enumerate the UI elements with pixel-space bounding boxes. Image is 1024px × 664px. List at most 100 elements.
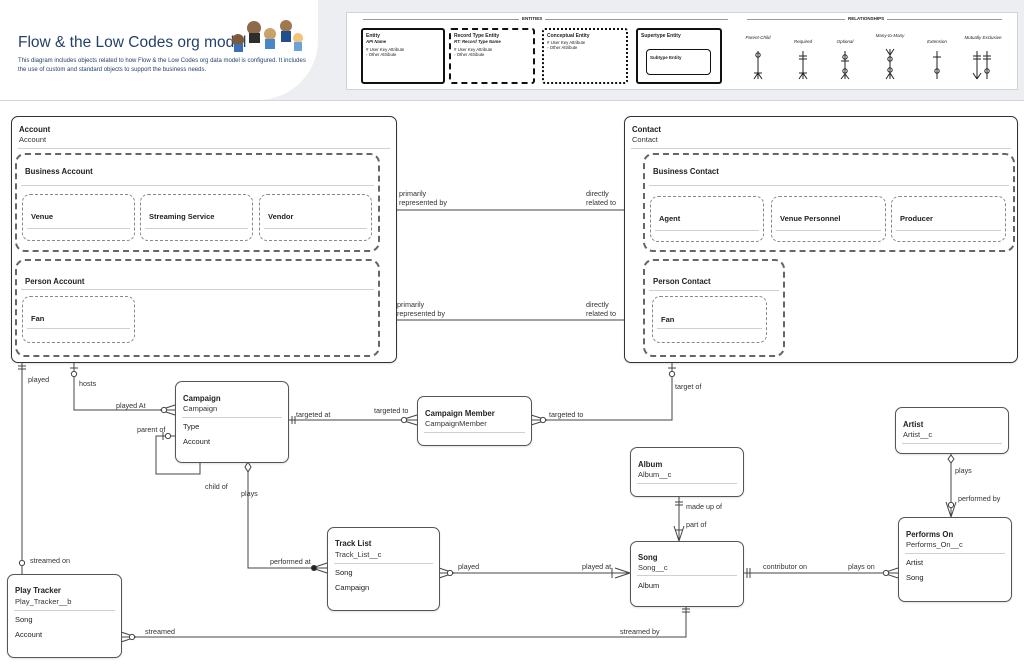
legend-attr: # User Key Attribute — [366, 47, 405, 52]
entity-title: Song — [638, 553, 658, 562]
rel-label: plays — [955, 466, 972, 475]
rel-label: streamed — [145, 627, 175, 636]
rel-label: target of — [675, 382, 702, 391]
contact-agent[interactable]: Agent — [650, 196, 764, 242]
subtype-title: Producer — [900, 214, 933, 223]
subtype-title: Streaming Service — [149, 212, 215, 221]
rel-label: plays on — [848, 562, 875, 571]
legend-rel-label: Extension — [927, 39, 947, 44]
account-vendor[interactable]: Vendor — [259, 194, 372, 241]
legend-relationship-symbols — [753, 48, 991, 80]
rel-label: primarily represented by — [399, 189, 447, 207]
rel-label: played — [458, 562, 480, 571]
rel-label: child of — [205, 482, 228, 491]
subtype-title: Fan — [661, 315, 675, 324]
entity-title: Artist — [903, 420, 924, 429]
entity-api-name: Play_Tracker__b — [15, 597, 72, 606]
entity-field: Account — [183, 437, 211, 446]
legend-supertype: Supertype Entity Subtype Entity — [636, 28, 722, 84]
entity-campaign[interactable]: Campaign Campaign Type Account — [175, 381, 289, 463]
legend-conceptual-title: Conceptual Entity — [547, 33, 590, 39]
entity-field: Song — [335, 568, 353, 577]
rel-label: played at — [582, 562, 612, 571]
legend-subtype: Subtype Entity — [646, 49, 711, 75]
legend-record-type-api: RT: Record Type Name — [454, 39, 501, 44]
legend-attr: # User Key Attribute — [547, 40, 586, 45]
legend-rel-label: Required — [793, 39, 813, 44]
entity-album[interactable]: Album Album__c — [630, 447, 744, 497]
title-card: Flow & the Low Codes org model This diag… — [0, 0, 318, 100]
rel-label: performed by — [958, 494, 1001, 503]
entity-title: Album — [638, 460, 663, 469]
rel-label: primarily represented by — [397, 300, 445, 318]
legend-attr: ◦ Other Attribute — [366, 52, 397, 57]
mascot-illustration — [232, 20, 303, 52]
legend-rule — [363, 19, 728, 20]
page-title: Flow & the Low Codes org model — [18, 34, 247, 51]
entity-artist[interactable]: Artist Artist__c — [895, 407, 1009, 454]
contact-producer[interactable]: Producer — [891, 196, 1006, 242]
subtype-title: Vendor — [268, 212, 294, 221]
account-fan[interactable]: Fan — [22, 296, 135, 343]
legend-attr: ◦ Other Attribute — [454, 52, 485, 57]
legend-conceptual: Conceptual Entity # User Key Attribute◦ … — [542, 28, 628, 84]
rel-label: parent of — [137, 425, 166, 434]
legend-panel: ENTITIES RELATIONSHIPS Entity API Name #… — [346, 12, 1018, 90]
rel-label: directly related to — [586, 189, 616, 207]
legend-rel-label: Many-to-Many — [875, 33, 905, 38]
account-venue[interactable]: Venue — [22, 194, 135, 241]
rel-label: made up of — [686, 502, 722, 511]
entity-api-name: Artist__c — [903, 430, 933, 439]
account-streaming-service[interactable]: Streaming Service — [140, 194, 253, 241]
entity-title: Track List — [335, 539, 372, 548]
entity-field: Campaign — [335, 583, 370, 592]
rel-label: played — [28, 375, 50, 384]
rel-label: hosts — [79, 379, 97, 388]
entity-play-tracker[interactable]: Play Tracker Play_Tracker__b Song Accoun… — [7, 574, 122, 658]
entity-campaign-member[interactable]: Campaign Member CampaignMember — [417, 396, 532, 446]
rel-label: contributor on — [763, 562, 807, 571]
legend-rel-label: Mutually Exclusive — [964, 35, 1002, 40]
contact-fan[interactable]: Fan — [652, 296, 767, 343]
entity-title: Campaign — [183, 394, 221, 403]
legend-rel-label: Parent-Child — [745, 35, 771, 40]
contact-venue-personnel[interactable]: Venue Personnel — [771, 196, 886, 242]
entity-performs-on[interactable]: Performs On Performs_On__c Artist Song — [898, 517, 1012, 602]
entity-track-list[interactable]: Track List Track_List__c Song Campaign — [327, 527, 440, 611]
legend-entities-heading: ENTITIES — [519, 16, 546, 21]
rel-label: played At — [116, 401, 146, 410]
entity-field: Song — [906, 573, 924, 582]
record-type-title: Person Contact — [653, 277, 711, 286]
subtype-title: Venue — [31, 212, 54, 221]
rel-label: plays — [241, 489, 258, 498]
legend-rel-label: Optional — [836, 39, 854, 44]
entity-title: Performs On — [906, 530, 954, 539]
entity-api-name: CampaignMember — [425, 419, 487, 428]
legend-entity: Entity API Name # User Key Attribute◦ Ot… — [361, 28, 445, 84]
entity-api-name: Song__c — [638, 563, 668, 572]
subtype-title: Agent — [659, 214, 681, 223]
entity-field: Album — [638, 581, 660, 590]
legend-relationships-heading: RELATIONSHIPS — [845, 16, 888, 21]
entity-title: Play Tracker — [15, 586, 61, 595]
record-type-title: Business Contact — [653, 167, 719, 176]
rel-label: targeted at — [296, 410, 331, 419]
entity-api-name: Album__c — [638, 470, 672, 479]
entity-title: Account — [19, 125, 51, 134]
entity-api-name: Account — [19, 135, 47, 144]
legend-attr: ◦ Other Attribute — [547, 45, 578, 50]
entity-song[interactable]: Song Song__c Album — [630, 541, 744, 607]
rel-label: streamed by — [620, 627, 660, 636]
entity-api-name: Campaign — [183, 404, 218, 413]
entity-api-name: Track_List__c — [335, 550, 382, 559]
entity-field: Account — [15, 630, 43, 639]
record-type-title: Business Account — [25, 167, 93, 176]
record-type-title: Person Account — [25, 277, 85, 286]
rel-label: targeted to — [549, 410, 584, 419]
entity-field: Song — [15, 615, 33, 624]
legend-supertype-title: Supertype Entity — [641, 33, 681, 39]
legend-entity-title: Entity — [366, 33, 380, 39]
entity-field: Type — [183, 422, 200, 431]
entity-title: Contact — [632, 125, 662, 134]
